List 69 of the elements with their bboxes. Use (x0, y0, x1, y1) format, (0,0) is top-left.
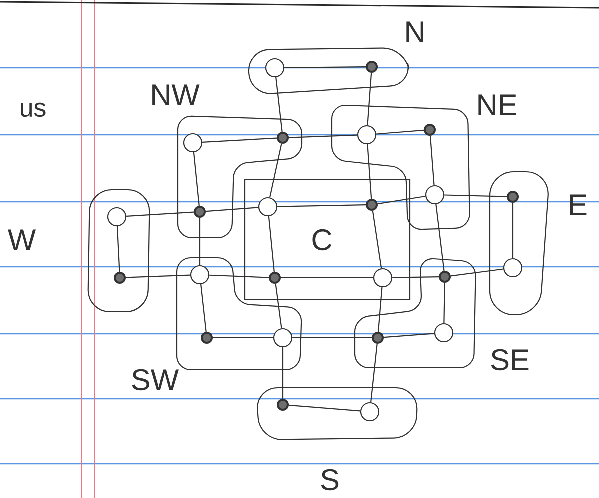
connecting-line (372, 210, 382, 269)
connecting-line (384, 333, 435, 338)
open-point (107, 207, 127, 227)
open-point (373, 268, 393, 288)
connecting-line (288, 404, 361, 412)
filled-point (366, 61, 378, 73)
node-label: SE (491, 349, 529, 371)
connecting-line (199, 218, 201, 266)
connecting-line (367, 72, 372, 126)
filled-point (194, 206, 206, 218)
node-label: NW (152, 84, 200, 106)
open-point (357, 125, 377, 145)
connecting-line (444, 194, 508, 198)
node-label: N (406, 22, 424, 42)
connecting-line (376, 130, 424, 135)
filled-point (372, 332, 384, 344)
connecting-line (444, 282, 446, 324)
filled-point (114, 272, 126, 284)
filled-point (424, 124, 436, 136)
connecting-line (116, 226, 120, 272)
connecting-line (282, 348, 284, 399)
connecting-line (126, 274, 190, 278)
connecting-line (206, 207, 259, 212)
filled-point (277, 132, 289, 144)
connecting-line (275, 284, 282, 329)
node-label: S (321, 469, 339, 491)
open-point (503, 258, 523, 278)
open-point (265, 58, 285, 78)
margin-text: us (21, 102, 46, 118)
connecting-line (512, 203, 514, 258)
filled-point (366, 199, 378, 211)
connecting-line (268, 216, 275, 272)
connecting-line (193, 152, 200, 206)
connecting-line (430, 136, 435, 186)
filled-point (507, 191, 519, 203)
connecting-line (202, 138, 278, 144)
connecting-line (126, 212, 194, 217)
open-point (434, 323, 454, 343)
connecting-line (392, 276, 440, 278)
connecting-line (284, 66, 366, 68)
node-label: SW (132, 369, 179, 391)
connecting-line (213, 337, 274, 339)
region-loop: C (244, 179, 411, 301)
connecting-line (370, 344, 378, 403)
connecting-line (292, 337, 372, 339)
open-point (360, 402, 380, 422)
open-point (183, 133, 203, 153)
connecting-line (288, 134, 358, 138)
node-label: W (8, 230, 36, 250)
connecting-line (270, 144, 282, 198)
filled-point (201, 332, 213, 344)
connecting-line (378, 196, 426, 205)
connecting-line (276, 77, 283, 132)
open-point (273, 328, 293, 348)
open-point (425, 185, 445, 205)
connecting-line (367, 144, 372, 200)
connecting-line (281, 277, 374, 279)
connecting-line (200, 284, 207, 332)
open-point (258, 197, 278, 217)
filled-point (269, 272, 281, 284)
filled-point (277, 399, 289, 411)
connecting-line (436, 204, 445, 272)
connecting-line (450, 268, 504, 277)
node-label: NE (478, 94, 516, 116)
connecting-line (210, 274, 270, 278)
filled-point (439, 271, 451, 283)
connecting-line (278, 204, 366, 208)
open-point (190, 265, 210, 285)
connecting-line (378, 287, 383, 332)
